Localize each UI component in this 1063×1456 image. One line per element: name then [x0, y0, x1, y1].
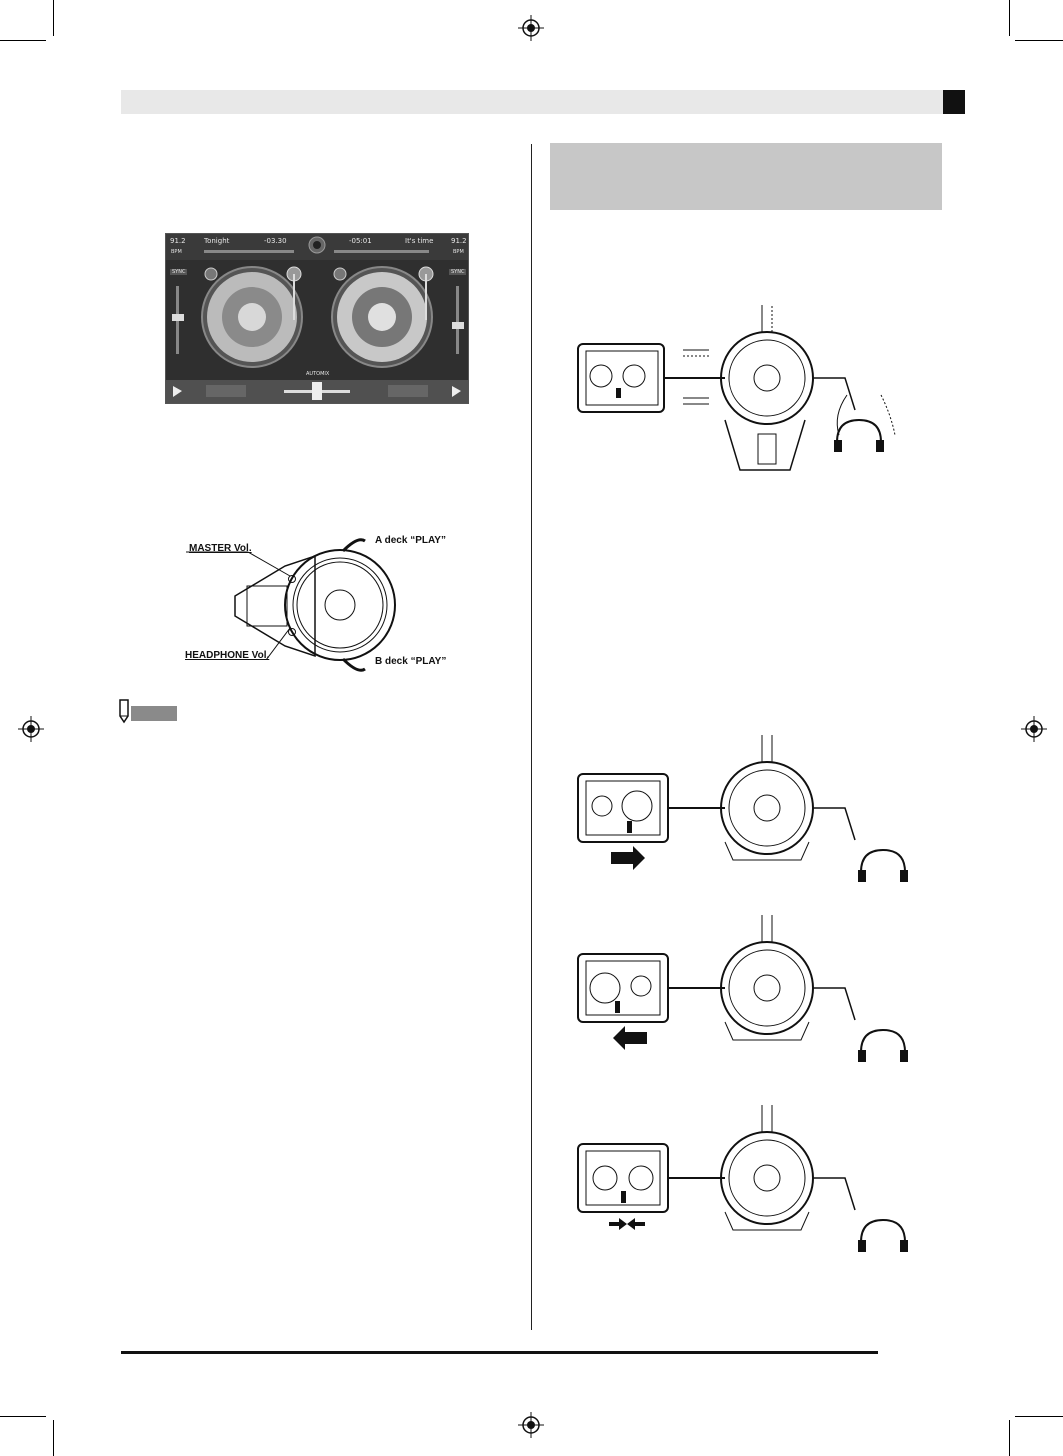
- master-vol-label: MASTER Vol.: [189, 543, 252, 554]
- crop-mark: [1009, 0, 1010, 36]
- page-tab-marker: [943, 90, 965, 114]
- note-badge: [131, 706, 177, 721]
- b-deck-play-label: B deck “PLAY”: [375, 656, 446, 667]
- crop-mark: [1015, 40, 1063, 41]
- crop-mark: [0, 1416, 46, 1417]
- column-divider: [531, 144, 532, 1330]
- arrow-left-icon: [613, 1026, 647, 1050]
- registration-mark-icon: [518, 15, 544, 41]
- registration-mark-icon: [1021, 716, 1047, 742]
- connection-diagram-1: [575, 300, 915, 480]
- connection-diagram-2: [575, 730, 915, 885]
- crop-mark: [53, 1420, 54, 1456]
- headphone-vol-label: HEADPHONE Vol.: [185, 650, 269, 661]
- crop-mark: [53, 0, 54, 36]
- registration-mark-icon: [518, 1412, 544, 1438]
- registration-mark-icon: [18, 716, 44, 742]
- dj-app-screenshot: 91.2 BPM Tonight -03.30 -05:01 It's time…: [165, 233, 469, 404]
- a-deck-play-label: A deck “PLAY”: [375, 535, 446, 546]
- leader-lines: [186, 540, 306, 660]
- connection-diagram-4: [575, 1100, 915, 1255]
- crop-mark: [0, 40, 46, 41]
- crop-mark: [1009, 1420, 1010, 1456]
- connection-diagram-3: [575, 910, 915, 1065]
- section-heading-box: [550, 143, 942, 210]
- footer-rule: [121, 1351, 878, 1354]
- header-bar: [121, 90, 943, 114]
- app-graphics: [166, 234, 468, 403]
- arrow-right-icon: [611, 846, 645, 870]
- pencil-note-icon: [116, 698, 132, 724]
- crop-mark: [1015, 1416, 1063, 1417]
